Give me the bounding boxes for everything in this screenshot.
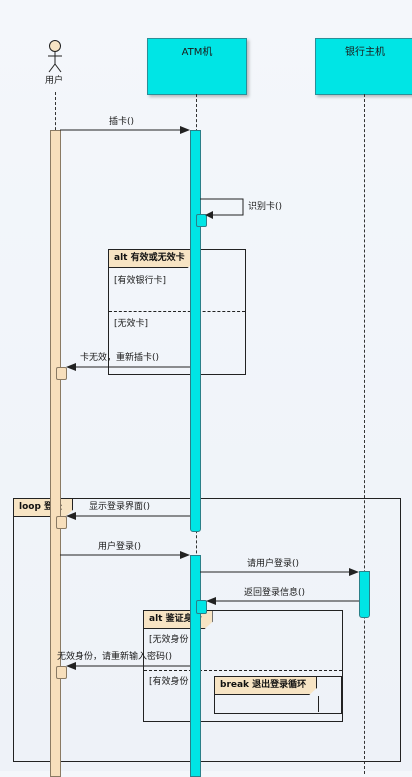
- fragment-alt-identity-guard2: [有效身份: [149, 677, 189, 687]
- activation-user-invalid-identity: [56, 666, 67, 679]
- lifeline-atm-label: ATM机: [181, 47, 213, 58]
- activation-atm-1: [190, 130, 201, 532]
- activation-user-show-login: [56, 516, 67, 529]
- fragment-break-exit: break 退出登录循环: [214, 676, 342, 714]
- stick-figure-icon: [48, 40, 62, 73]
- message-request-login: 请用户登录(): [247, 559, 300, 569]
- message-identify-card: 识别卡(): [248, 202, 283, 212]
- lifeline-bank-box: 银行主机: [315, 38, 412, 95]
- fragment-alt-identity-divider: [144, 670, 342, 671]
- lifeline-bank-label: 银行主机: [345, 47, 385, 58]
- message-user-login: 用户登录(): [98, 542, 142, 552]
- fragment-alt-card-divider: [109, 311, 245, 312]
- activation-user-invalid-card: [56, 367, 67, 380]
- fragment-alt-identity-guard1: [无效身份: [149, 635, 189, 645]
- fragment-break-exit-tag: break 退出登录循环: [215, 677, 317, 695]
- fragment-break-inner-box: [215, 696, 319, 712]
- activation-atm-return: [196, 600, 207, 614]
- message-invalid-identity: 无效身份，请重新输入密码(): [57, 652, 173, 662]
- message-return-login-info: 返回登录信息(): [244, 588, 306, 598]
- message-show-login: 显示登录界面(): [89, 502, 151, 512]
- message-insert-card: 插卡(): [109, 117, 135, 127]
- lifeline-bank: [364, 94, 365, 774]
- message-invalid-card-retry: 卡无效，重新插卡(): [80, 353, 160, 363]
- fragment-alt-card-guard1: [有效银行卡]: [114, 276, 167, 286]
- activation-atm-identify: [196, 214, 207, 227]
- fragment-alt-card-guard2: [无效卡]: [114, 319, 149, 329]
- lifeline-atm-box: ATM机: [147, 38, 247, 95]
- actor-user-label: 用户: [45, 76, 64, 86]
- activation-bank: [359, 571, 370, 618]
- actor-user: 用户: [40, 38, 70, 90]
